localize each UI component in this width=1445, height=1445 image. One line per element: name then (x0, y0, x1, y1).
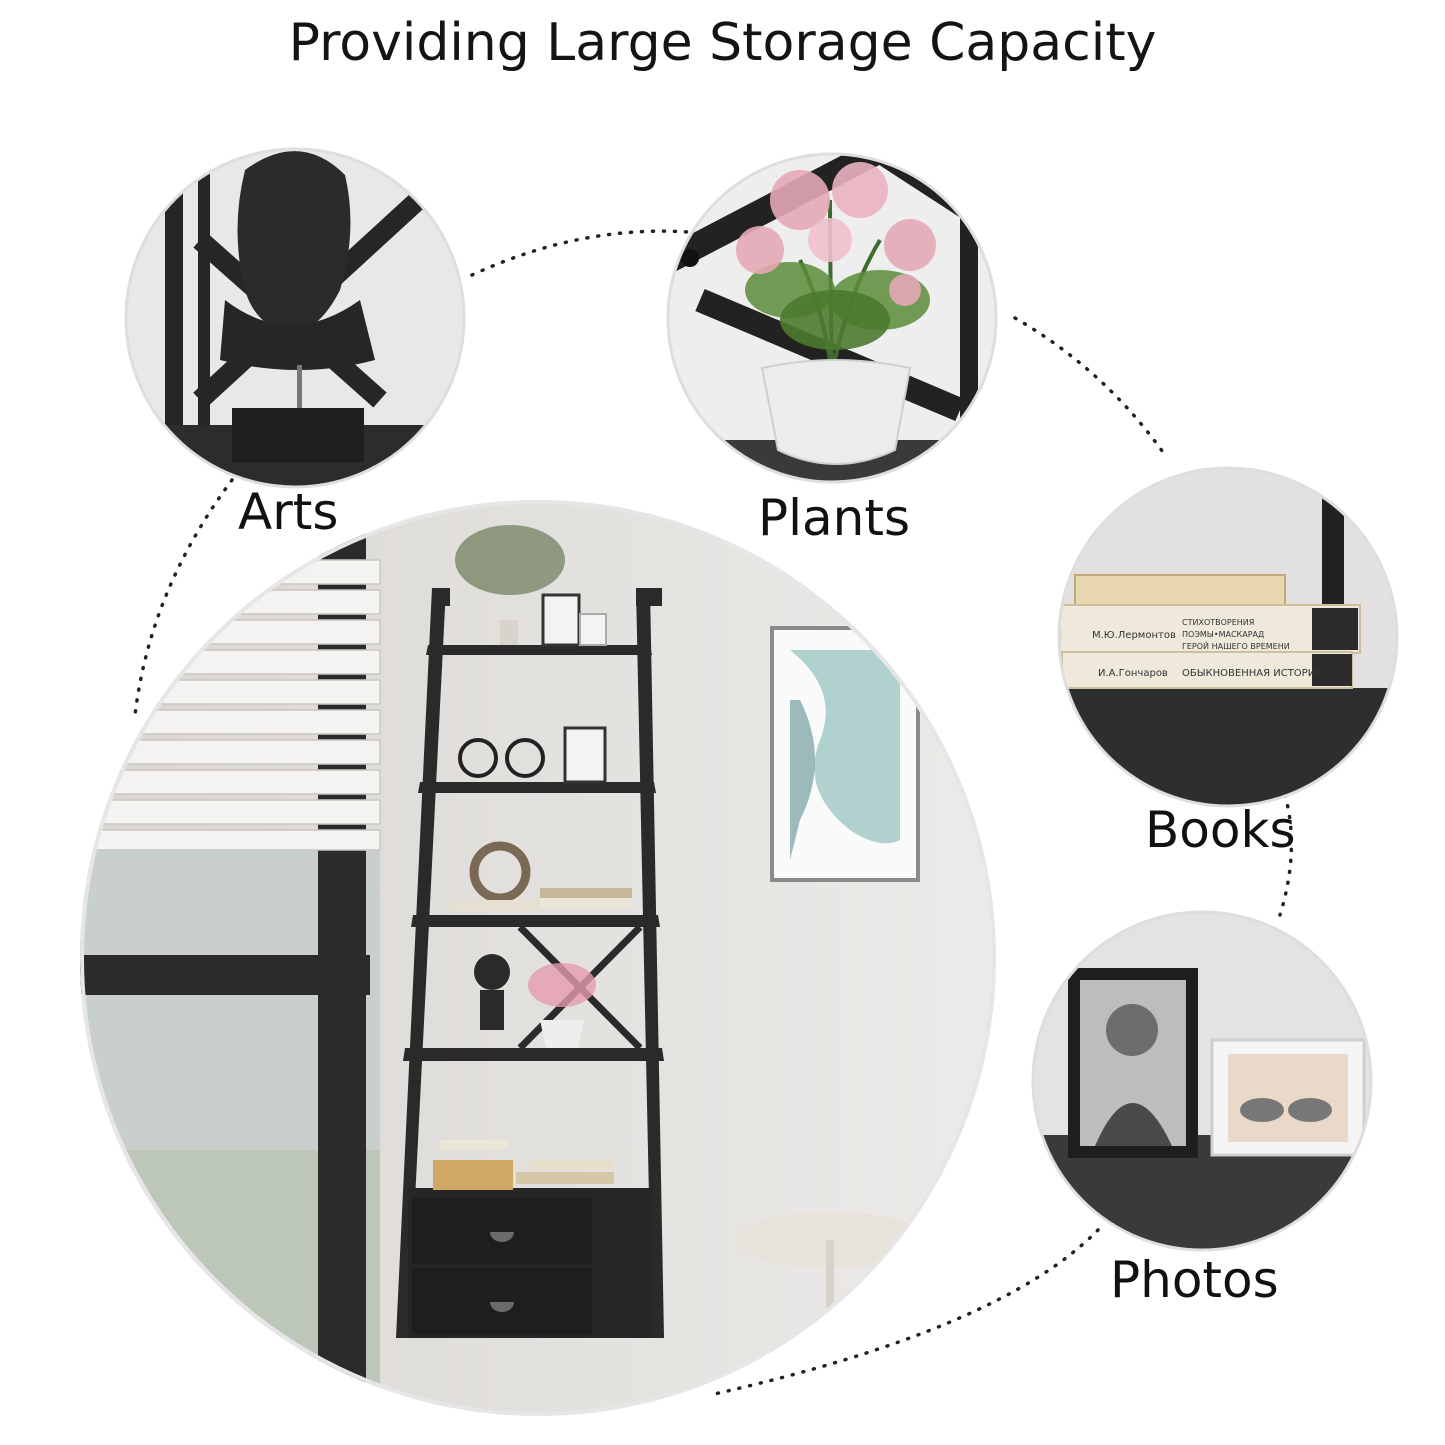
book1-title-line1: СТИХОТВОРЕНИЯ (1182, 618, 1254, 627)
plant-pot (760, 359, 912, 465)
dotted-connectors (133, 229, 1294, 1397)
plants-inset-photo (667, 153, 997, 483)
book-lermontov (1059, 604, 1361, 654)
plants-label: Plants (758, 489, 911, 547)
room-scene-photo (80, 500, 996, 1416)
arts-inset-photo (125, 148, 465, 488)
shelf-decor (433, 525, 632, 1190)
arts-circle-border (124, 147, 466, 489)
bust-sculpture (220, 151, 375, 462)
plants-circle-border (666, 152, 998, 484)
book2-author-text: И.А.Гончаров (1098, 668, 1168, 679)
books-circle-border (1057, 466, 1399, 808)
photos-label: Photos (1110, 1251, 1279, 1309)
book1-author-text: М.Ю.Лермонтов (1092, 630, 1176, 641)
photos-circle-border (1031, 910, 1373, 1252)
book1-title-line2: ПОЭМЫ•МАСКАРАД (1182, 630, 1264, 639)
page-title: Providing Large Storage Capacity (288, 13, 1157, 73)
book-goncharov (1061, 651, 1353, 689)
flowering-plant (736, 162, 936, 361)
arts-label: Arts (238, 483, 339, 541)
drawer-bottom (412, 1268, 592, 1334)
book1-title-line3: ГЕРОЙ НАШЕГО ВРЕМЕНИ (1182, 640, 1290, 651)
books-label: Books (1145, 801, 1296, 859)
book2-title-text: ОБЫКНОВЕННАЯ ИСТОРИЯ (1182, 668, 1322, 679)
drawer-top (412, 1198, 592, 1264)
drawer-handle (490, 1232, 514, 1242)
